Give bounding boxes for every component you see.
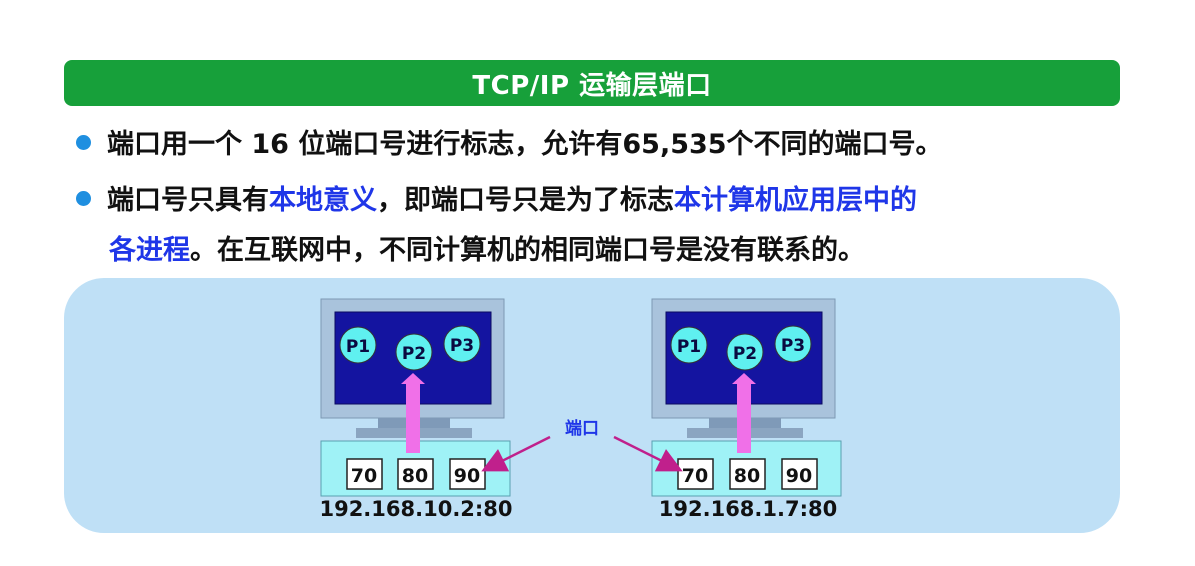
computer-2: P1 P2 P3 70 80 90 192.168.1.7:80 <box>651 298 842 521</box>
port-label: 端口 <box>565 418 599 439</box>
port-box <box>346 458 383 490</box>
port-box <box>449 458 486 490</box>
arrow-shaft <box>737 383 751 453</box>
diagram-panel <box>64 278 1120 533</box>
port-box <box>677 458 714 490</box>
process-label: P3 <box>450 336 474 356</box>
port-number: 80 <box>734 465 760 487</box>
process-circle <box>395 333 433 371</box>
pointer-arrow-left-icon <box>481 435 551 472</box>
process-circle <box>726 333 764 371</box>
process-circle <box>443 325 481 363</box>
bullet-2-highlight-processes: 各进程 <box>109 235 190 266</box>
bullet-2-highlight-local: 本地意义 <box>269 185 377 216</box>
process-label: P3 <box>781 336 805 356</box>
process-label: P1 <box>677 337 701 357</box>
process-label: P1 <box>346 337 370 357</box>
host-address: 192.168.10.2:80 <box>319 497 512 521</box>
port-box <box>729 458 766 490</box>
bullet-2-continued: 各进程。在互联网中，不同计算机的相同端口号是没有联系的。 <box>109 228 865 267</box>
computer-1: P1 P2 P3 70 80 90 192.168.10.2:80 <box>319 298 513 521</box>
port-box <box>781 458 818 490</box>
port-number: 90 <box>786 465 812 487</box>
pointer-arrow-right-icon <box>613 435 683 472</box>
bullet-1-text: 端口用一个 16 位端口号进行标志，允许有65,535个不同的端口号。 <box>107 129 943 160</box>
port-number: 80 <box>402 465 428 487</box>
arrow-up-icon <box>732 373 756 384</box>
port-number: 90 <box>454 465 480 487</box>
host-address: 192.168.1.7:80 <box>659 497 837 521</box>
port-box <box>397 458 434 490</box>
arrow-shaft <box>406 383 420 453</box>
process-circle <box>670 326 708 364</box>
arrow-up-icon <box>401 373 425 384</box>
port-number: 70 <box>682 465 708 487</box>
bullet-2-text-a: 端口号只具有 <box>107 185 269 216</box>
slide-title: TCP/IP 运输层端口 <box>64 60 1120 106</box>
bullet-1: 端口用一个 16 位端口号进行标志，允许有65,535个不同的端口号。 <box>76 122 943 161</box>
bullet-2-text-b: ，即端口号只是为了标志 <box>377 185 674 216</box>
process-label: P2 <box>733 344 757 364</box>
process-circle <box>774 325 812 363</box>
port-number: 70 <box>351 465 377 487</box>
bullet-dot-icon <box>76 135 91 150</box>
bullet-2-text-c: 。在互联网中，不同计算机的相同端口号是没有联系的。 <box>190 235 865 266</box>
bullet-2: 端口号只具有本地意义，即端口号只是为了标志本计算机应用层中的 <box>76 178 917 217</box>
bullet-2-highlight-app-layer: 本计算机应用层中的 <box>674 185 917 216</box>
process-label: P2 <box>402 344 426 364</box>
bullet-dot-icon <box>76 191 91 206</box>
process-circle <box>339 326 377 364</box>
